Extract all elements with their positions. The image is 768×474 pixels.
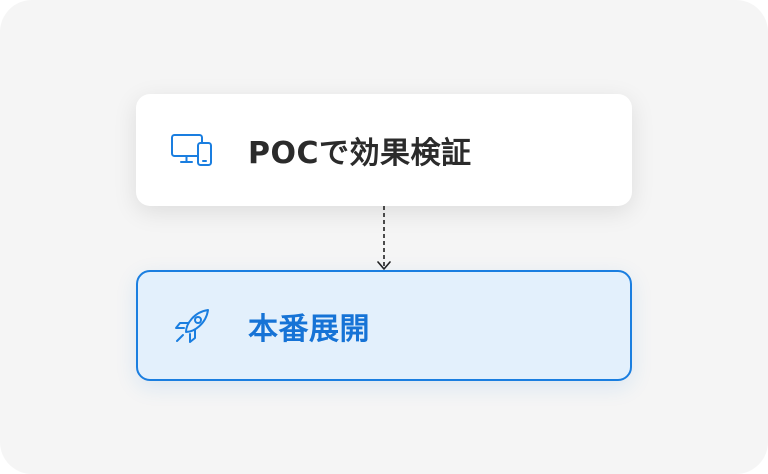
devices-icon [170, 128, 214, 172]
step-card-poc: POCで効果検証 [136, 94, 632, 206]
rocket-icon [170, 304, 214, 348]
step-label-production: 本番展開 [248, 311, 370, 347]
step-card-production: 本番展開 [136, 270, 632, 381]
connector-arrow [377, 206, 391, 270]
step-label-poc: POCで効果検証 [248, 136, 472, 171]
